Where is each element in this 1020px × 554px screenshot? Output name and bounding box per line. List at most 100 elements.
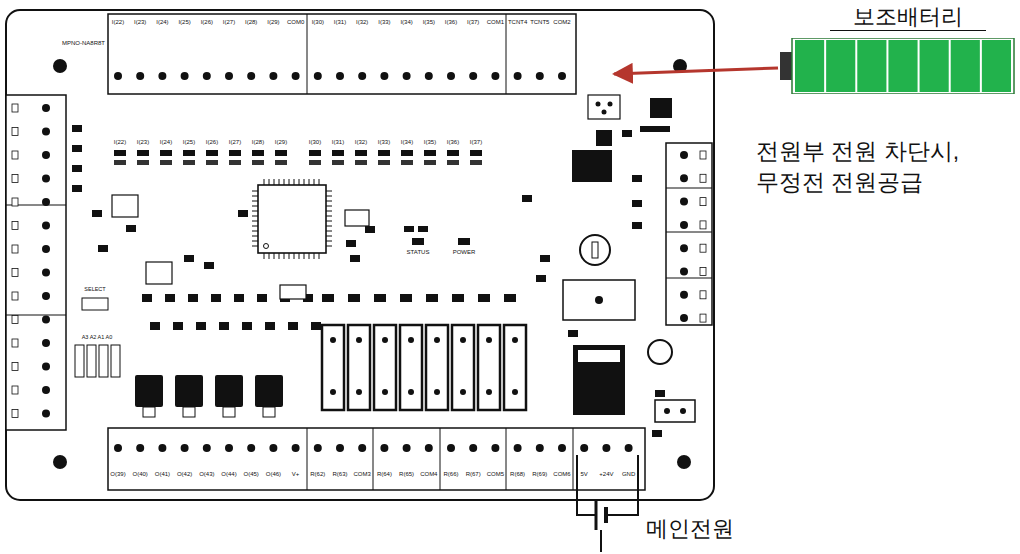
terminal-screw — [602, 444, 610, 452]
terminal-screw — [425, 444, 433, 452]
led — [322, 294, 334, 302]
smd-part — [98, 245, 108, 252]
led — [447, 150, 459, 156]
mcu-chip — [258, 185, 326, 253]
pin-mark — [12, 363, 18, 371]
led — [452, 294, 464, 302]
terminal-label: I(25) — [178, 19, 190, 26]
terminal-screw — [536, 72, 544, 80]
battery-title: 보조배터리 — [830, 4, 986, 31]
mounting-hole — [53, 59, 67, 73]
terminal-screw — [558, 444, 566, 452]
terminal-label: I(24) — [156, 19, 168, 26]
pin-mark — [12, 175, 18, 183]
smd-part — [72, 165, 82, 172]
pin-mark — [700, 198, 706, 206]
led — [378, 150, 390, 156]
terminal-screw — [269, 444, 277, 452]
terminal-label: R(66) — [443, 471, 458, 478]
battery-cell — [888, 40, 917, 92]
relay — [452, 325, 474, 410]
power-label: 메인전원 — [646, 516, 734, 541]
resistor — [470, 160, 482, 165]
relay-pin — [486, 389, 492, 395]
terminal-label: +24V — [599, 471, 613, 478]
terminal-screw — [469, 444, 477, 452]
relay-pin — [512, 337, 518, 343]
chip-pin — [314, 179, 315, 185]
ic-chip — [146, 262, 172, 284]
led — [206, 150, 218, 156]
led — [400, 294, 412, 302]
pin-mark — [12, 316, 18, 324]
resistor — [160, 160, 172, 165]
led — [478, 294, 490, 302]
jack-pin — [596, 102, 601, 107]
regulator-tab — [596, 130, 612, 146]
terminal-label: I(32) — [356, 19, 368, 26]
terminal-label: O(41) — [155, 471, 170, 478]
terminal-block — [666, 143, 712, 325]
jumper-label: A3 A2 A1 A0 — [82, 334, 113, 340]
terminal-screw — [292, 444, 300, 452]
chip-pin — [326, 191, 332, 192]
led-label: I(23) — [137, 139, 149, 146]
terminal-screw — [247, 444, 255, 452]
pin-mark — [12, 104, 18, 112]
ic-chip — [650, 98, 672, 118]
terminal-label: R(62) — [310, 471, 325, 478]
led-label: I(37) — [470, 139, 482, 146]
resistor — [252, 160, 264, 165]
pin-mark — [700, 314, 706, 322]
terminal-label: I(34) — [400, 19, 412, 26]
terminal-screw — [42, 363, 50, 371]
terminal-screw — [558, 72, 566, 80]
terminal-divider — [666, 278, 712, 279]
terminal-screw — [469, 72, 477, 80]
terminal-label: I(27) — [223, 19, 235, 26]
terminal-screw — [136, 72, 144, 80]
terminal-screw — [336, 72, 344, 80]
pin-mark — [700, 244, 706, 252]
power-module-tab — [578, 350, 620, 362]
led-label: I(33) — [378, 139, 390, 146]
terminal-divider — [506, 14, 507, 94]
relay — [478, 325, 500, 410]
mosfet-tab — [143, 407, 155, 417]
terminal-screw — [114, 444, 122, 452]
chip-pin — [319, 179, 320, 185]
terminal-screw — [42, 175, 50, 183]
capacitor-mark — [592, 242, 598, 258]
led — [412, 238, 424, 245]
relay — [504, 325, 526, 410]
chip-pin — [326, 236, 332, 237]
fuse-pin — [664, 408, 670, 414]
terminal-label: I(23) — [134, 19, 146, 26]
mounting-hole — [677, 455, 691, 469]
relay-pin — [460, 337, 466, 343]
smd-part — [126, 225, 136, 232]
terminal-screw — [580, 444, 588, 452]
chip-pin — [299, 179, 300, 185]
terminal-divider — [573, 428, 574, 490]
mosfet — [255, 375, 283, 407]
terminal-label: O(45) — [244, 471, 259, 478]
resistor — [265, 322, 275, 330]
terminal-screw — [42, 245, 50, 253]
terminal-label: R(67) — [466, 471, 481, 478]
resistor — [311, 322, 321, 330]
terminal-screw — [514, 72, 522, 80]
terminal-screw — [42, 222, 50, 230]
terminal-screw — [680, 174, 688, 182]
terminal-divider — [666, 232, 712, 233]
terminal-block — [6, 95, 66, 430]
chip-pin — [326, 211, 332, 212]
chip-pin — [269, 253, 270, 259]
terminal-label: O(39) — [110, 471, 125, 478]
terminal-screw — [536, 444, 544, 452]
smd-part — [350, 255, 360, 262]
terminal-label: I(22) — [112, 19, 124, 26]
capacitor — [580, 235, 610, 265]
power-wire — [577, 455, 596, 515]
resistor — [242, 322, 252, 330]
